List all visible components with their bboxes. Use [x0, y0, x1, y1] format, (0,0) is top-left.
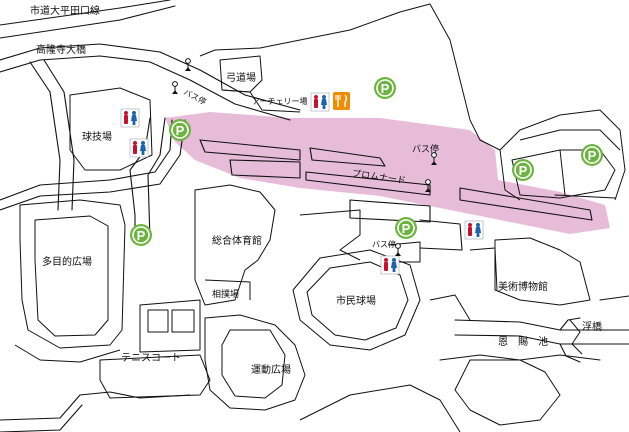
parking-icon: [511, 158, 535, 182]
bus-stop-icon: [394, 243, 402, 257]
park-outlines: [14, 3, 626, 432]
restroom-icon: [129, 138, 149, 158]
parking-icon: [373, 76, 397, 100]
parking-icon: [168, 118, 192, 142]
bus-stop-icon: [171, 81, 179, 95]
parking-icon: [129, 223, 153, 247]
promenade-band: [165, 112, 610, 234]
parking-icon: [394, 216, 418, 240]
restroom-icon: [464, 220, 484, 240]
restaurant-icon: [333, 92, 350, 110]
parking-icon: [580, 143, 604, 167]
restroom-icon: [380, 255, 400, 275]
bus-stop-icon: [184, 58, 192, 72]
restroom-icon: [310, 92, 330, 112]
restroom-icon: [120, 108, 140, 128]
pier: [569, 319, 583, 355]
